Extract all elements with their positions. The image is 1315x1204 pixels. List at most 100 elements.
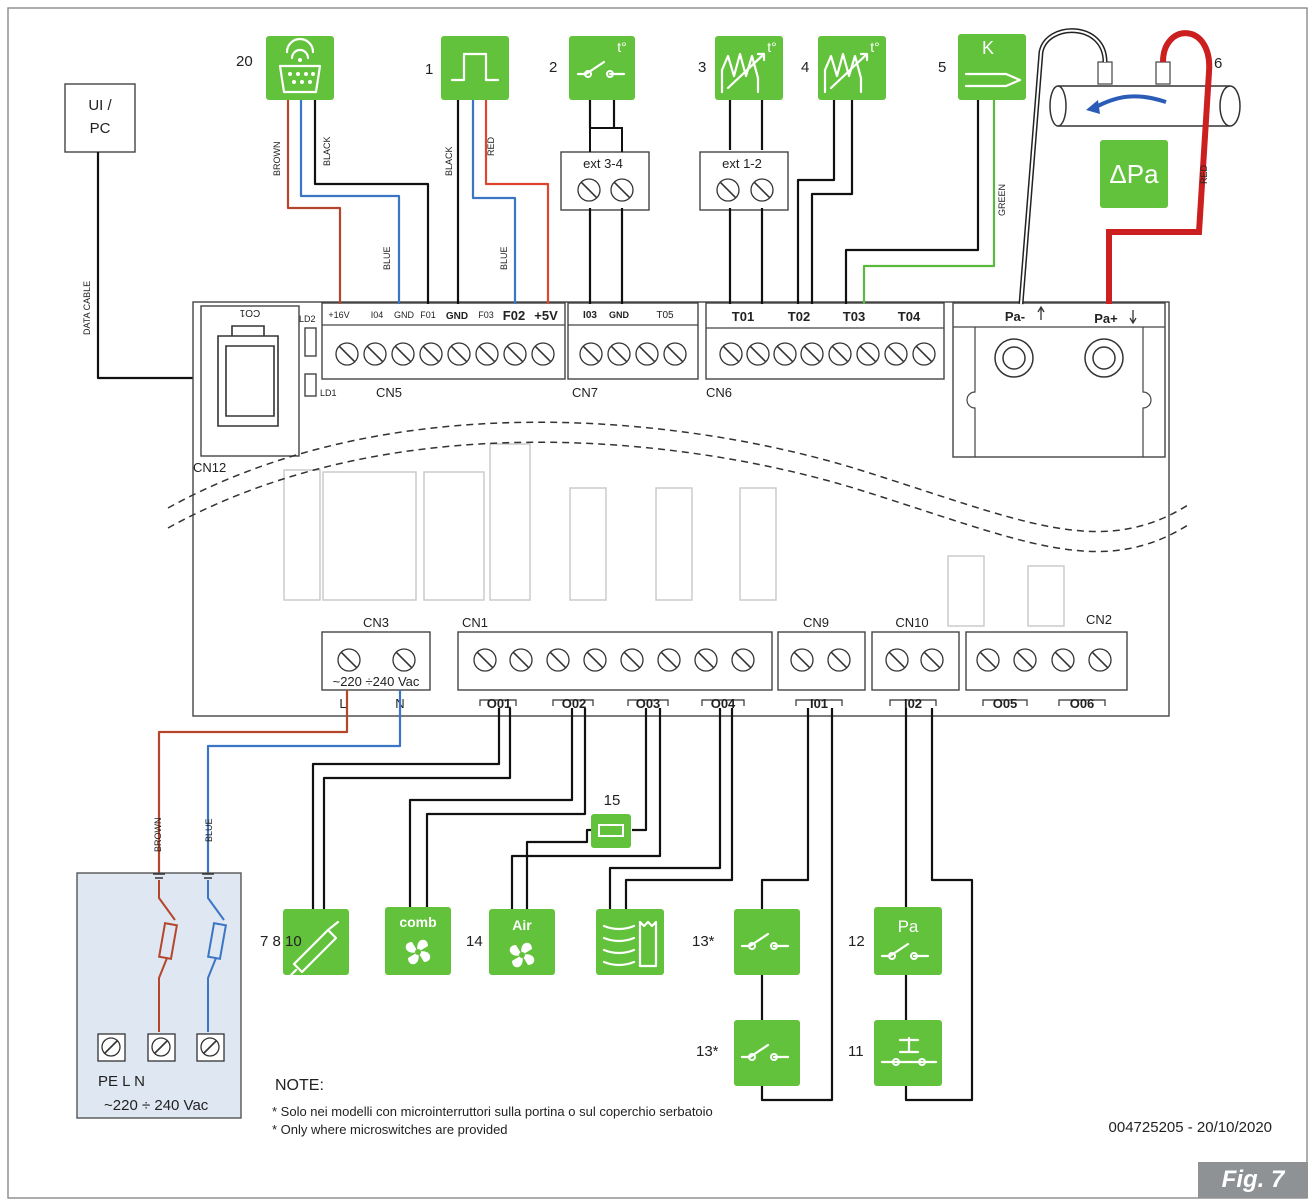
note-italian: * Solo nei modelli con microinterruttori…	[272, 1104, 713, 1119]
cn12-label: CN12	[193, 460, 226, 475]
air-text: Air	[512, 917, 532, 933]
bottom-screw-slot-16	[1016, 651, 1034, 669]
cn6-t1: T01	[732, 309, 754, 324]
power-wire-labels: BROWN BLUE	[153, 818, 214, 853]
cn5-screw-slot-3	[394, 345, 412, 363]
bottom-screw-slot-17	[1054, 651, 1072, 669]
cn3-label: CN3	[363, 615, 389, 630]
cn5-screw-slot-6	[478, 345, 496, 363]
bottom-screw-slot-6	[586, 651, 604, 669]
component-15-icon	[591, 814, 631, 848]
wire-label-black-1: BLACK	[444, 146, 454, 176]
ext-1-2-terminal: ext 1-2	[699, 151, 789, 211]
pellet-level-sensor-icon	[266, 36, 334, 100]
air-fan-icon: Air	[489, 909, 555, 975]
bottom-screw-slot-4	[512, 651, 530, 669]
cn6-connector: CN6 T01 T02 T03 T04	[705, 302, 945, 400]
ext-screw-slot-2	[613, 181, 631, 199]
cn5-terminal-labels: +16V I04 GND F01 GND F03 F02 +5V	[328, 308, 558, 323]
pa-switch-text: Pa	[898, 917, 919, 936]
wire-label-blue-power: BLUE	[204, 818, 214, 842]
wire-label-red-6: RED	[1199, 164, 1209, 184]
microswitch-13b-icon	[734, 1020, 800, 1086]
cn5-screw-slot-1	[338, 345, 356, 363]
data-cable-label: DATA CABLE	[82, 281, 92, 335]
cn5-t7: F02	[503, 308, 525, 323]
cn3-l-label: L	[339, 696, 346, 711]
out-o03: O03	[636, 696, 661, 711]
cn7-t1: I03	[583, 310, 597, 321]
cn7-t3: T05	[656, 310, 674, 321]
ui-pc-label-2: PC	[90, 120, 111, 137]
auger-motor-icon	[596, 909, 664, 975]
wire-label-green-5: GREEN	[997, 184, 1007, 216]
document-code: 004725205 - 20/10/2020	[1109, 1119, 1272, 1136]
component-14-number: 14	[466, 933, 483, 950]
component-7-8-10-number: 7 8 10	[260, 933, 302, 950]
bottom-screw-slot-13	[888, 651, 906, 669]
cn7-screw-slot-4	[666, 345, 684, 363]
note-english: * Only where microswitches are provided	[272, 1122, 508, 1137]
bottom-wires	[157, 690, 974, 1102]
cn9-label: CN9	[803, 615, 829, 630]
output-labels: O01 O02 O03 O04 I01 I02 O05 O06	[479, 696, 1106, 711]
temperature-probe-4-icon: t°	[818, 36, 886, 100]
cn6-screws	[719, 342, 936, 366]
cn7-t2: GND	[609, 310, 630, 320]
ext-3-4-terminal: ext 3-4	[560, 127, 650, 211]
cn5-t6: F03	[478, 310, 494, 320]
cn5-t3: GND	[394, 310, 415, 320]
cn6-screw-slot-7	[887, 345, 905, 363]
cn1-label: CN1	[462, 615, 488, 630]
cn10-label: CN10	[895, 615, 928, 630]
cn6-screw-slot-6	[859, 345, 877, 363]
wire-label-blue-20: BLUE	[382, 246, 392, 270]
flue-pipe-icon	[1049, 61, 1241, 127]
notes: NOTE: * Solo nei modelli con microinterr…	[272, 1077, 1272, 1137]
cn6-screw-slot-1	[722, 345, 740, 363]
cn5-screw-slot-8	[534, 345, 552, 363]
data-cable-wire	[96, 152, 196, 380]
component-1-number: 1	[425, 61, 433, 78]
cn5-t4: F01	[420, 310, 436, 320]
co1-label: CO1	[239, 307, 260, 318]
cn5-screw-slot-7	[506, 345, 524, 363]
cn6-label: CN6	[706, 385, 732, 400]
wire-label-black-20: BLACK	[322, 136, 332, 166]
ld1-label: LD1	[320, 388, 337, 398]
cn6-screw-slot-4	[803, 345, 821, 363]
t4-degree: t°	[870, 39, 880, 55]
wire-label-brown-20: BROWN	[272, 142, 282, 177]
component-12-number: 12	[848, 933, 865, 950]
bottom-screw-slot-7	[623, 651, 641, 669]
wire-label-red-1: RED	[486, 136, 496, 156]
cn5-t2: I04	[371, 310, 384, 320]
top-wires	[286, 28, 1213, 305]
cn7-label: CN7	[572, 385, 598, 400]
cn7-screw-slot-2	[610, 345, 628, 363]
cn7-screw-slot-3	[638, 345, 656, 363]
microswitch-13a-icon	[734, 909, 800, 975]
differential-pressure-icon: ΔPa	[1100, 140, 1168, 208]
cn6-t3: T03	[843, 309, 865, 324]
bottom-screw-slot-12	[830, 651, 848, 669]
cn6-screw-slot-2	[749, 345, 767, 363]
ext-screw-slot-3	[719, 181, 737, 199]
component-6-number: 6	[1214, 55, 1222, 72]
t2-degree: t°	[617, 39, 627, 55]
out-o06: O06	[1070, 696, 1095, 711]
ext34-label: ext 3-4	[583, 156, 623, 171]
power-supply-box: PE L N ~220 ÷ 240 Vac	[76, 872, 242, 1119]
ext-screws	[577, 178, 774, 202]
pressure-sensor: Pa- Pa+	[952, 302, 1166, 458]
cn12-port: CO1 CN12	[193, 305, 300, 475]
cn6-t4: T04	[898, 309, 921, 324]
bottom-screw-slot-8	[660, 651, 678, 669]
cn3-voltage: ~220 ÷240 Vac	[333, 674, 420, 689]
cn5-screw-slot-5	[450, 345, 468, 363]
cn6-screw-slot-3	[776, 345, 794, 363]
thermocouple-k-icon: K	[958, 34, 1026, 100]
comb-text: comb	[399, 914, 436, 930]
cn5-t8: +5V	[534, 308, 558, 323]
